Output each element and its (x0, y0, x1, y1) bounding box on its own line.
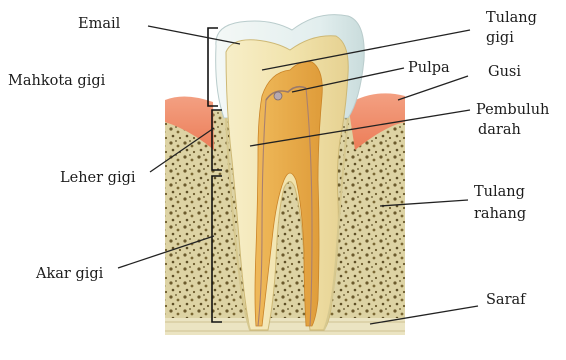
label-email: Email (78, 16, 121, 32)
label-tulang-gigi-2: gigi (486, 30, 514, 46)
label-tulang-gigi-1: Tulang (486, 10, 537, 26)
gusi-leader (398, 76, 468, 100)
label-pembuluh-darah-2: darah (478, 122, 521, 138)
label-pulpa: Pulpa (408, 60, 450, 76)
label-leher-gigi: Leher gigi (60, 170, 136, 186)
label-tulang-rahang-2: rahang (474, 206, 526, 222)
label-mahkota-gigi: Mahkota gigi (8, 73, 106, 89)
label-saraf: Saraf (486, 292, 527, 308)
label-pembuluh-darah-1: Pembuluh (476, 102, 549, 118)
label-tulang-rahang-1: Tulang (474, 184, 525, 200)
label-gusi: Gusi (488, 64, 521, 80)
label-akar-gigi: Akar gigi (35, 266, 104, 282)
nerve-band (165, 318, 405, 335)
